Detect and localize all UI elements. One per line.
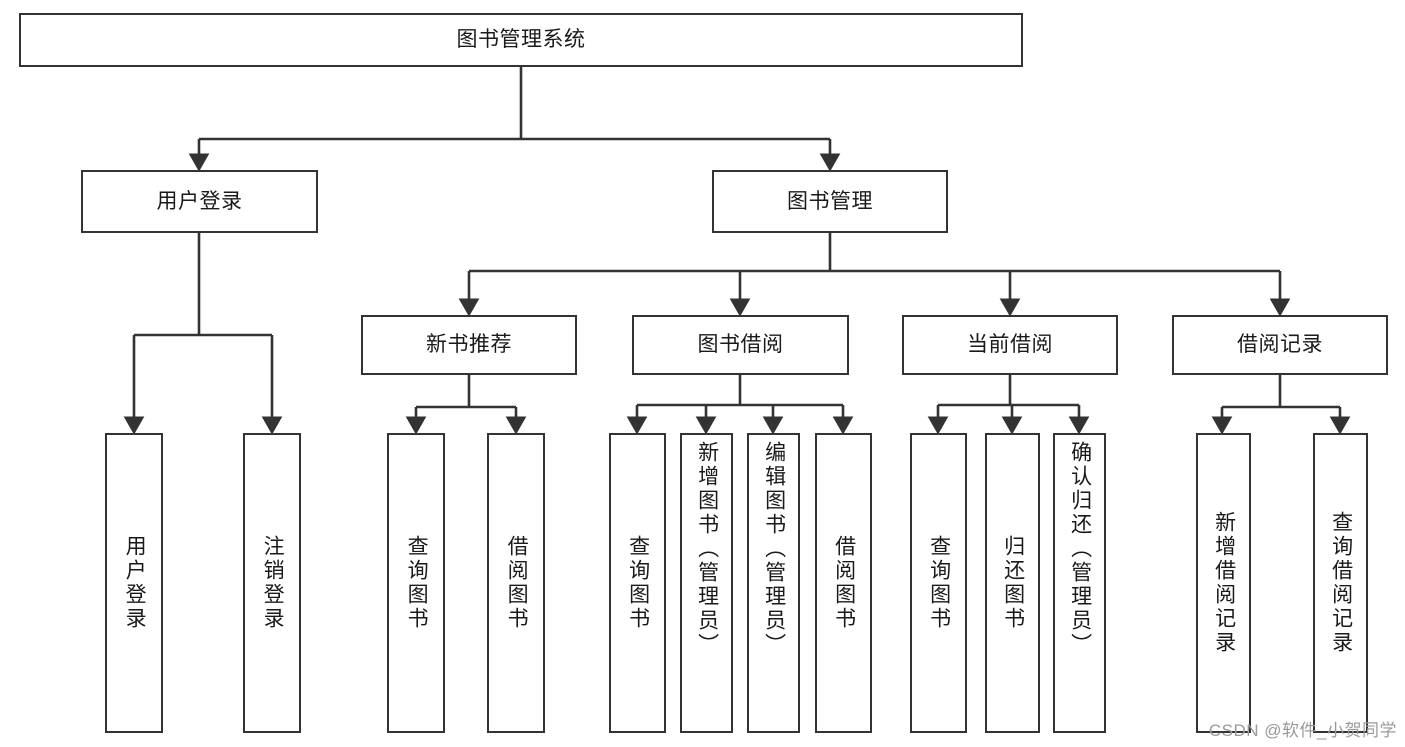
node-book-manage[interactable]: 图书管理 (712, 170, 948, 233)
node-leaf-query-book-rec[interactable]: 查询图书 (387, 433, 445, 733)
watermark: CSDN @软件_小贺同学 (1208, 721, 1397, 740)
node-leaf-return-book[interactable]: 归还图书 (985, 433, 1040, 733)
node-root[interactable]: 图书管理系统 (19, 13, 1023, 67)
node-leaf-confirm-return[interactable]: 确认归还（管理员） (1053, 433, 1106, 733)
node-leaf-query-borrow-record[interactable]: 查询借阅记录 (1313, 433, 1368, 733)
node-leaf-query-book-borrow[interactable]: 查询图书 (609, 433, 666, 733)
node-new-book-recommend[interactable]: 新书推荐 (361, 315, 577, 375)
node-leaf-user-login[interactable]: 用户登录 (105, 433, 163, 733)
node-leaf-logout-login[interactable]: 注销登录 (243, 433, 301, 733)
node-borrow-record[interactable]: 借阅记录 (1172, 315, 1388, 375)
node-leaf-borrow-book-rec[interactable]: 借阅图书 (487, 433, 545, 733)
node-leaf-query-book-current[interactable]: 查询图书 (910, 433, 967, 733)
node-leaf-borrow-book[interactable]: 借阅图书 (815, 433, 872, 733)
node-user-login[interactable]: 用户登录 (81, 170, 318, 233)
node-leaf-add-borrow-record[interactable]: 新增借阅记录 (1196, 433, 1251, 733)
node-book-borrow[interactable]: 图书借阅 (632, 315, 849, 375)
node-leaf-edit-book[interactable]: 编辑图书（管理员） (747, 433, 800, 733)
node-current-borrow[interactable]: 当前借阅 (902, 315, 1118, 375)
node-leaf-add-book[interactable]: 新增图书（管理员） (680, 433, 733, 733)
